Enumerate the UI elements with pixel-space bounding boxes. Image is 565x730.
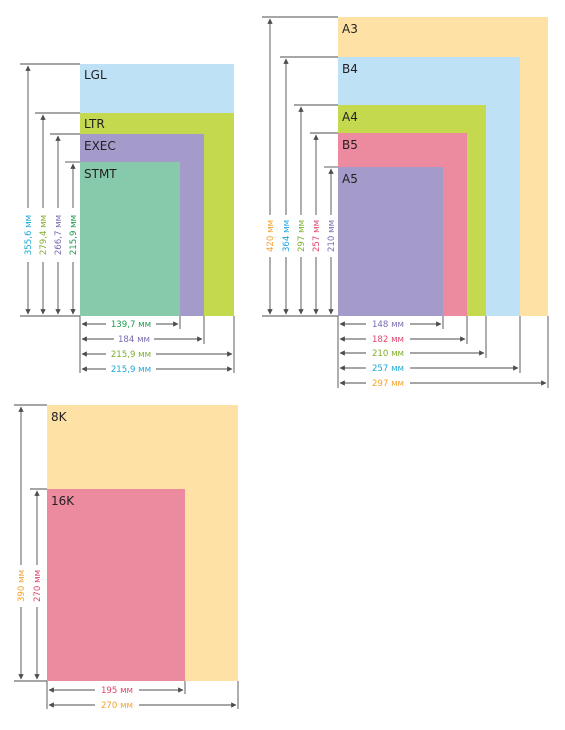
paper-label-stmt: STMT xyxy=(84,167,117,181)
width-label-210: 210 мм xyxy=(372,349,404,359)
height-label-210: 210 мм xyxy=(327,220,337,252)
width-label-257: 257 мм xyxy=(372,364,404,374)
width-label-bg xyxy=(366,377,410,389)
height-label-bg xyxy=(295,215,307,257)
paper-label-exec: EXEC xyxy=(84,139,116,153)
height-label-bg xyxy=(67,208,79,262)
paper-label-8k: 8K xyxy=(51,410,68,424)
width-label-148: 148 мм xyxy=(372,320,404,330)
paper-label-b4: B4 xyxy=(342,62,358,76)
group-iso: A3 B4 A4 B5 A5 420 мм 364 мм 297 мм 257 … xyxy=(262,16,549,389)
width-label-215-9: 215,9 мм xyxy=(111,350,151,360)
height-label-bg xyxy=(264,215,276,257)
height-label-270: 270 мм xyxy=(33,570,43,602)
group-k: 8K 16K 390 мм 270 мм 195 мм 270 мм xyxy=(14,404,239,711)
height-label-355-6: 355,6 мм xyxy=(24,215,34,255)
paper-rect-a5 xyxy=(338,167,443,316)
height-label-bg xyxy=(52,208,64,262)
paper-rect-16k xyxy=(47,489,185,681)
width-label-bg xyxy=(366,333,410,345)
height-label-bg xyxy=(15,565,27,607)
width-label-bg xyxy=(366,362,410,374)
height-label-390: 390 мм xyxy=(17,570,27,602)
width-label-bg xyxy=(114,333,154,345)
height-label-bg xyxy=(37,208,49,262)
height-label-215-9: 215,9 мм xyxy=(69,215,79,255)
width-label-bg xyxy=(106,318,156,330)
paper-label-a5: A5 xyxy=(342,172,358,186)
height-label-257: 257 мм xyxy=(312,220,322,252)
height-label-279-4: 279,4 мм xyxy=(39,215,49,255)
height-label-bg xyxy=(310,215,322,257)
width-label-297: 297 мм xyxy=(372,379,404,389)
width-label-bg xyxy=(366,347,410,359)
height-label-bg xyxy=(280,215,292,257)
group-us: LGL LTR EXEC STMT 355,6 мм 279,4 мм 266,… xyxy=(20,63,235,375)
height-label-bg xyxy=(22,208,34,262)
width-label-bg xyxy=(106,348,156,360)
paper-label-16k: 16K xyxy=(51,494,75,508)
paper-label-lgl: LGL xyxy=(84,68,107,82)
width-label-bg xyxy=(95,699,139,711)
height-label-420: 420 мм xyxy=(266,220,276,252)
width-label-195: 195 мм xyxy=(101,686,133,696)
width-label-215-9: 215,9 мм xyxy=(111,365,151,375)
width-label-bg xyxy=(95,684,139,696)
width-label-139-7: 139,7 мм xyxy=(111,320,151,330)
width-label-270: 270 мм xyxy=(101,701,133,711)
height-label-bg xyxy=(325,215,337,257)
width-label-bg xyxy=(366,318,410,330)
paper-label-ltr: LTR xyxy=(84,117,105,131)
width-label-184: 184 мм xyxy=(118,335,150,345)
paper-rect-stmt xyxy=(80,162,180,316)
paper-label-a3: A3 xyxy=(342,22,358,36)
paper-label-a4: A4 xyxy=(342,110,358,124)
height-label-bg xyxy=(31,565,43,607)
width-label-182: 182 мм xyxy=(372,335,404,345)
height-label-297: 297 мм xyxy=(297,220,307,252)
height-label-364: 364 мм xyxy=(282,220,292,252)
paper-label-b5: B5 xyxy=(342,138,358,152)
width-label-bg xyxy=(106,363,156,375)
height-label-266-7: 266,7 мм xyxy=(54,215,64,255)
